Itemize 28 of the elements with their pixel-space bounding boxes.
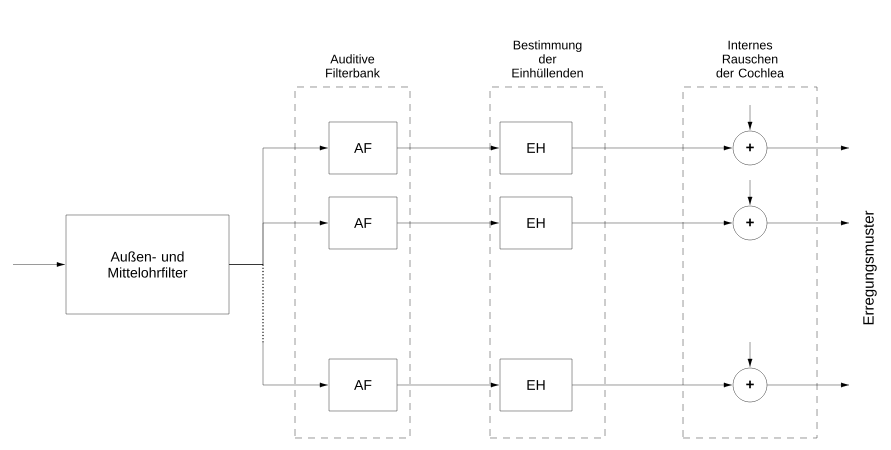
block-box: EH xyxy=(500,122,572,174)
arrow xyxy=(767,382,850,388)
arrow xyxy=(748,180,752,205)
arrow xyxy=(572,382,732,388)
arrow xyxy=(572,146,732,150)
dashed-group-box xyxy=(294,86,410,438)
arrow xyxy=(767,220,850,226)
dashed-group-box xyxy=(490,86,606,438)
block-box: AF xyxy=(328,122,398,174)
dashed-group-box xyxy=(682,86,818,438)
block-box: EH xyxy=(500,196,572,250)
output-label: Erregungsmuster xyxy=(863,210,877,324)
group-heading: Bestimmung der Einhüllenden xyxy=(512,40,583,78)
block-box: AF xyxy=(328,196,398,250)
arrow xyxy=(12,262,65,267)
arrow xyxy=(572,220,732,226)
arrow xyxy=(397,220,499,226)
block-box: AF xyxy=(328,358,398,412)
arrow xyxy=(397,382,499,388)
arrow xyxy=(767,146,850,150)
group-heading: Auditive Filterbank xyxy=(326,54,380,78)
block-box: Außen- und Mittelohrfilter xyxy=(66,214,230,314)
arrow xyxy=(229,264,328,388)
arrow xyxy=(748,342,752,367)
block-box: EH xyxy=(500,358,572,412)
arrow xyxy=(748,104,752,130)
arrow xyxy=(397,146,499,150)
group-heading: Internes Rauschen der Cochlea xyxy=(716,40,784,78)
